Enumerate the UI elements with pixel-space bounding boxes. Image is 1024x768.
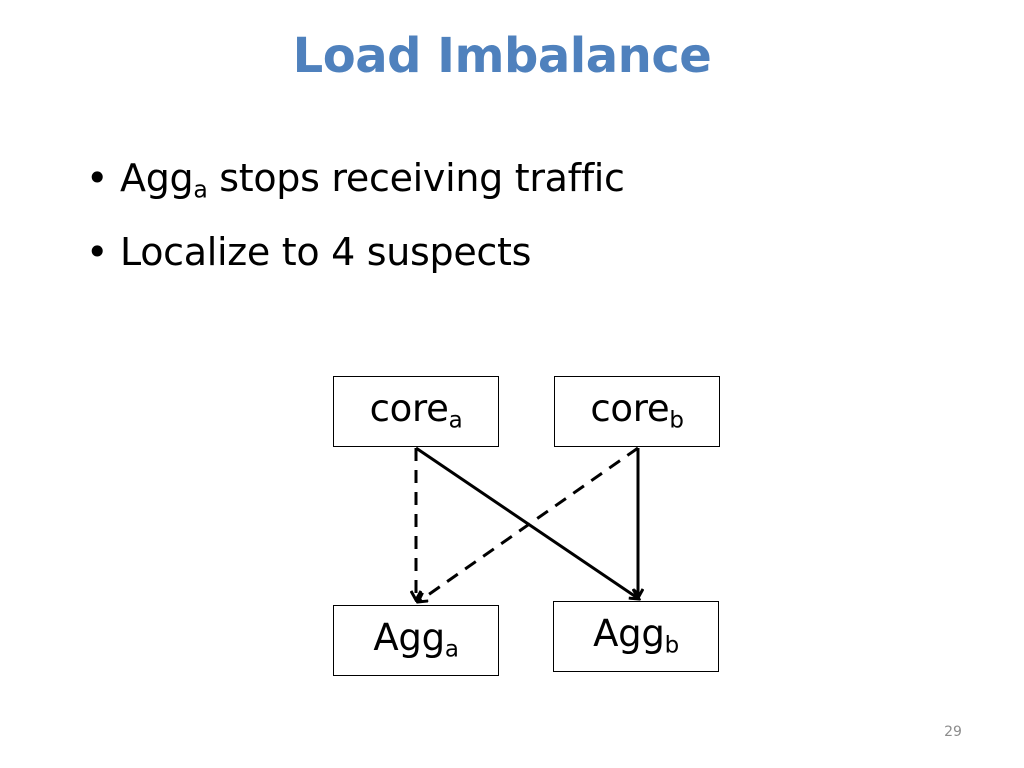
node-label-base: core (369, 387, 449, 430)
node-label: corea (369, 387, 463, 434)
edge-core-a-to-agg-b (415, 446, 639, 599)
bullet-item: •Agga stops receiving traffic (86, 156, 625, 230)
node-label-base: Agg (593, 612, 665, 655)
bullet-text: Agg (120, 156, 194, 200)
bullet-list: •Agga stops receiving traffic •Localize … (86, 156, 625, 304)
node-label: Agga (373, 616, 459, 663)
node-label: coreb (590, 387, 684, 434)
node-label-subscript: a (444, 636, 459, 663)
bullet-dot-icon: • (86, 230, 109, 274)
bullet-item: •Localize to 4 suspects (86, 230, 625, 304)
node-label-subscript: b (664, 632, 680, 659)
node-label: Aggb (593, 612, 680, 659)
node-core-a: corea (333, 376, 499, 447)
bullet-text: Localize to 4 suspects (120, 230, 532, 274)
node-agg-b: Aggb (553, 601, 719, 672)
bullet-subscript: a (193, 175, 208, 204)
edge-core-b-to-agg-a (418, 446, 639, 602)
node-label-subscript: a (448, 407, 463, 434)
bullet-dot-icon: • (86, 156, 109, 200)
slide-number: 29 (944, 724, 962, 740)
node-core-b: coreb (554, 376, 720, 447)
node-label-base: core (590, 387, 670, 430)
node-label-subscript: b (669, 407, 684, 434)
bullet-text-suffix: stops receiving traffic (207, 156, 625, 200)
node-agg-a: Agga (333, 605, 499, 676)
node-label-base: Agg (373, 616, 445, 659)
slide-title: Load Imbalance (292, 28, 712, 84)
